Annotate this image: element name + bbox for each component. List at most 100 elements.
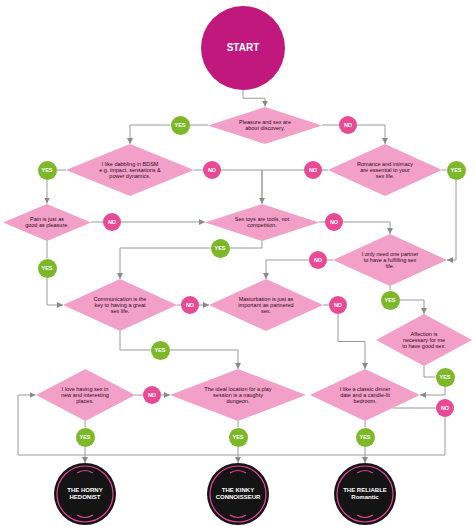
flow-connector (447, 180, 456, 261)
no-circle: NO (181, 296, 199, 314)
answer-label: NO (330, 219, 338, 225)
question-text: I only need one partner to have a fulfil… (361, 251, 419, 270)
flow-connector (393, 408, 437, 409)
flow-connector (343, 222, 390, 234)
circle-outline (356, 428, 375, 447)
diamond-outline (333, 234, 447, 286)
circle-outline (436, 368, 455, 387)
question-text: Romance and intimacy are essential to yo… (356, 161, 414, 180)
flow-connector (121, 222, 205, 223)
answer-label: YES (214, 245, 225, 251)
flow-connector (47, 278, 63, 306)
question-text: I like dabbling in BDSM e.g. impact, sen… (97, 161, 163, 180)
flow-connector (365, 447, 366, 464)
flow-connector (266, 260, 309, 279)
circle-outline (329, 296, 347, 314)
result-circle: THE KINKY CONNOISSEUR (207, 463, 269, 525)
answer-label: NO (344, 122, 352, 128)
answer-label: NO (148, 392, 156, 398)
decision-diamond: Romance and intimacy are essential to yo… (328, 144, 442, 196)
flow-connector (338, 314, 365, 369)
no-circle: NO (103, 213, 121, 231)
flow-connector (199, 305, 209, 306)
result-accent (230, 471, 246, 474)
circle-outline (339, 116, 357, 134)
flow-connector (85, 421, 86, 428)
flow-connector (365, 421, 366, 428)
result-ring (57, 466, 113, 522)
flow-connector (238, 421, 239, 428)
answer-label: YES (41, 265, 52, 271)
decision-diamond: Pain is just as good as pleasure. (3, 204, 91, 241)
decision-diamond: Pleasure and sex are about discovery. (208, 107, 322, 144)
circle-outline (325, 213, 343, 231)
result-accent (230, 515, 246, 518)
question-text: Communication is the key to having a gre… (91, 296, 149, 315)
result-accent (77, 515, 93, 518)
circle-outline (201, 6, 285, 90)
decision-diamond: The ideal location for a play session is… (170, 369, 306, 421)
flow-connector (400, 300, 425, 314)
result-label: THE HORNY HEDONIST (61, 487, 109, 501)
no-circle: NO (436, 399, 454, 417)
yes-circle: YES (229, 428, 248, 447)
flow-connector (420, 387, 445, 396)
answer-label: YES (174, 122, 185, 128)
flow-connector (170, 350, 239, 369)
answer-label: NO (334, 302, 342, 308)
question-text: Masturbation is just as important as par… (237, 296, 295, 315)
answer-label: NO (314, 257, 322, 263)
answer-label: NO (108, 219, 116, 225)
flow-connector (47, 180, 48, 204)
flow-connector (91, 222, 103, 223)
diamond-outline (208, 107, 322, 144)
circle-outline (447, 161, 466, 180)
result-accent (357, 515, 373, 518)
circle-outline (143, 386, 161, 404)
flow-connector (161, 395, 170, 396)
question-text: Sex toys are tools, not competition. (233, 216, 291, 229)
diamond-outline (376, 314, 472, 366)
no-circle: NO (339, 116, 357, 134)
flow-connector (230, 241, 263, 249)
result-label: THE RELIABLE Romantic (341, 487, 389, 501)
flow-connector (390, 286, 391, 291)
diamond-outline (205, 204, 319, 241)
flow-connector (243, 90, 265, 107)
answer-label: NO (208, 167, 216, 173)
decision-diamond: Sex toys are tools, not competition. (205, 204, 319, 241)
decision-diamond: I love having sex in new and interesting… (36, 369, 135, 421)
circle-outline (38, 259, 57, 278)
start-circle: START (201, 6, 285, 90)
circle-outline (436, 399, 454, 417)
answer-label: YES (41, 167, 52, 173)
circle-outline (207, 463, 269, 525)
flow-connector (322, 125, 339, 126)
decision-diamond: I like a classic dinner date and a candl… (310, 369, 420, 421)
circle-outline (229, 428, 248, 447)
flow-connector (262, 170, 304, 204)
flow-connector (322, 170, 328, 171)
result-label: THE KINKY CONNOISSEUR (214, 487, 262, 501)
yes-circle: YES (436, 368, 455, 387)
answer-label: NO (309, 167, 317, 173)
diamond-outline (63, 279, 177, 331)
answer-label: YES (79, 434, 90, 440)
diamond-outline (3, 204, 91, 241)
circle-outline (181, 296, 199, 314)
circle-outline (334, 463, 396, 525)
result-accent (357, 471, 373, 474)
yes-circle: YES (447, 161, 466, 180)
answer-label: YES (154, 347, 165, 353)
circle-outline (171, 116, 190, 135)
decision-diamond: Communication is the key to having a gre… (63, 279, 177, 331)
diamond-outline (310, 369, 420, 421)
flow-connector (85, 447, 86, 464)
flow-connector (323, 305, 329, 306)
no-circle: NO (309, 251, 327, 269)
result-circle: THE RELIABLE Romantic (334, 463, 396, 525)
circle-outline (211, 239, 230, 258)
yes-circle: YES (211, 239, 230, 258)
answer-label: NO (186, 302, 194, 308)
